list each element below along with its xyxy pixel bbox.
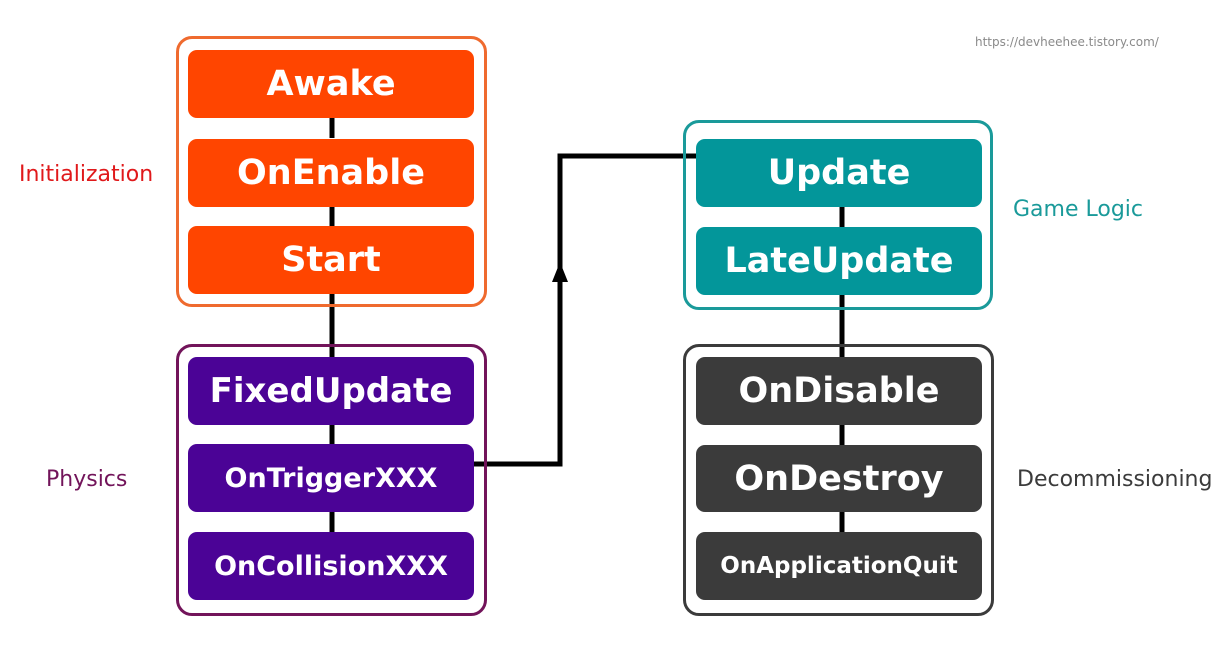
step-lateupdate: LateUpdate: [696, 227, 982, 295]
label-initialization: Initialization: [19, 162, 154, 187]
step-onapplicationquit: OnApplicationQuit: [696, 532, 982, 600]
step-ontriggerxxx: OnTriggerXXX: [188, 444, 474, 512]
arrowhead-up: [552, 262, 568, 282]
group-initialization: [176, 36, 487, 307]
step-awake: Awake: [188, 50, 474, 118]
group-physics: [176, 344, 487, 616]
label-physics: Physics: [46, 467, 128, 492]
step-ondisable: OnDisable: [696, 357, 982, 425]
group-game-logic: [683, 120, 993, 310]
label-decommissioning: Decommissioning: [1017, 467, 1213, 492]
step-ondestroy: OnDestroy: [696, 445, 982, 512]
step-start: Start: [188, 226, 474, 294]
connector-physics-to-update: [474, 153, 696, 467]
step-onenable: OnEnable: [188, 139, 474, 207]
group-decommissioning: [683, 344, 994, 616]
label-game-logic: Game Logic: [1013, 197, 1143, 222]
watermark-url: https://devheehee.tistory.com/: [975, 35, 1159, 49]
step-update: Update: [696, 139, 982, 207]
step-fixedupdate: FixedUpdate: [188, 357, 474, 425]
step-oncollisionxxx: OnCollisionXXX: [188, 532, 474, 600]
